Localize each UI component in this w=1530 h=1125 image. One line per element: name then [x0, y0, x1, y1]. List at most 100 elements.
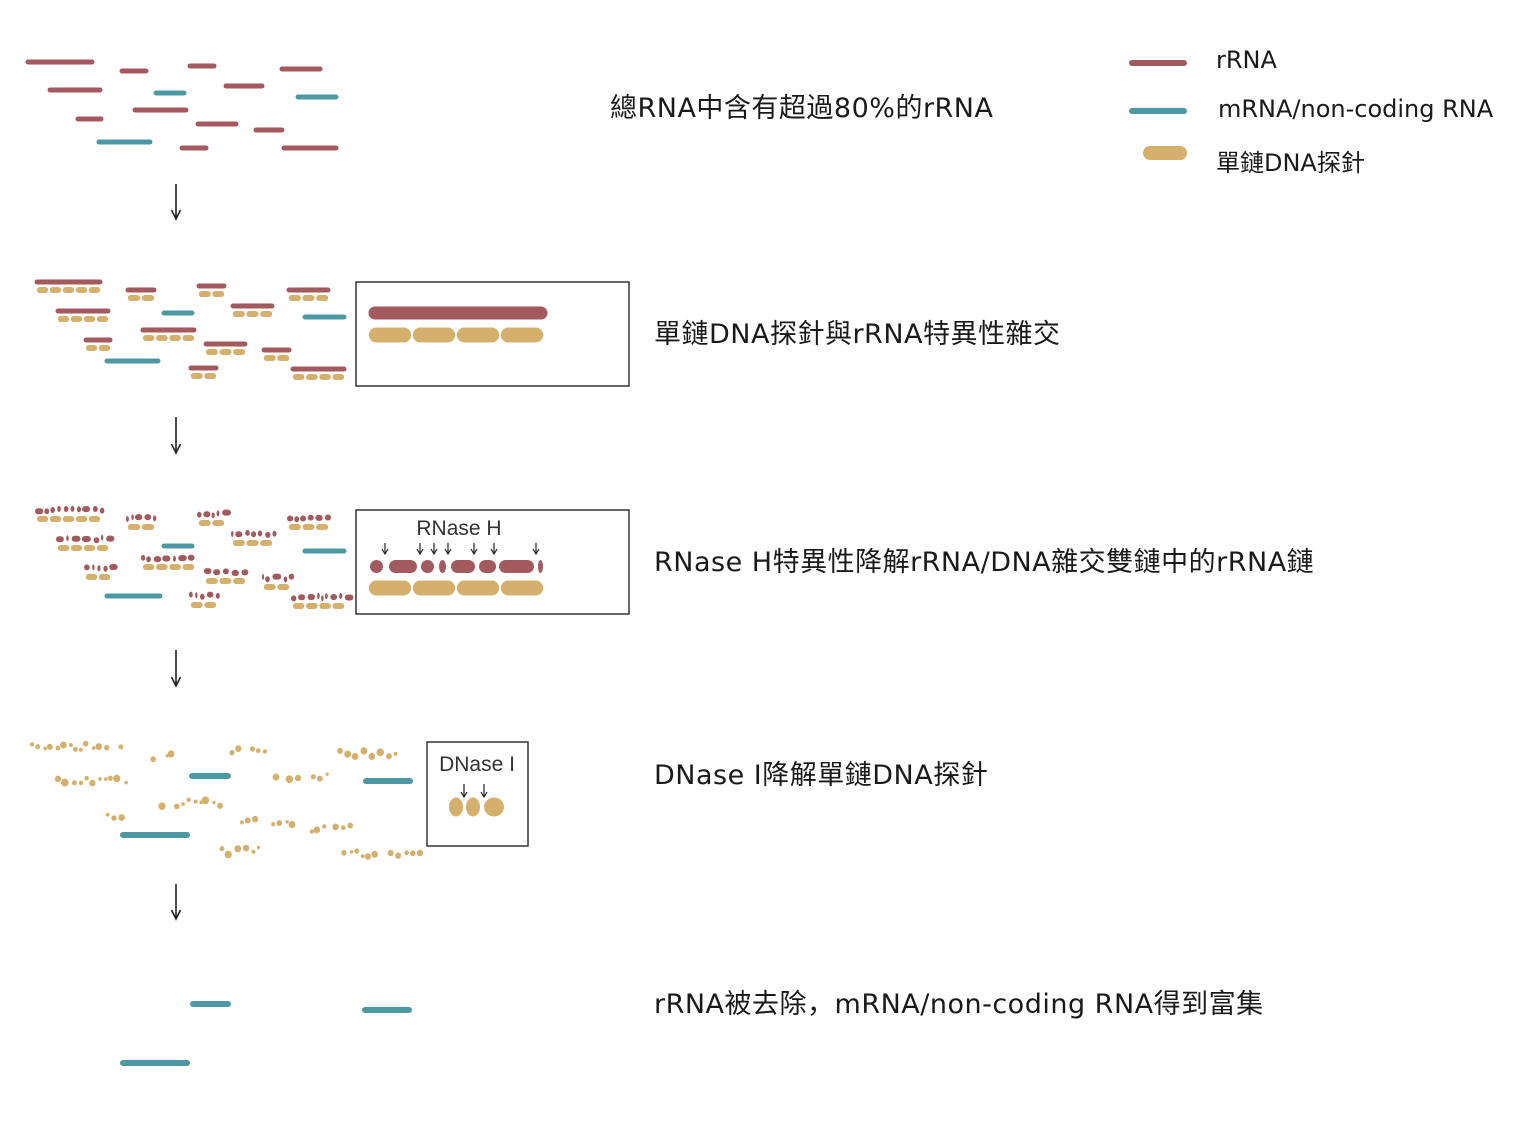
inset-rrna-fragment [538, 560, 543, 573]
inset-rrna-fragment [421, 560, 434, 573]
probe-fragment [193, 799, 198, 804]
probe-fragment [272, 773, 280, 781]
probe-segment [368, 580, 412, 596]
degraded-fragment [231, 530, 234, 537]
probe-fragment [360, 854, 365, 859]
probe-segment [70, 316, 83, 322]
probe-fragment [229, 749, 235, 756]
legend-label-probe: 單鏈DNA探針 [1216, 149, 1365, 177]
probe-segment [232, 540, 245, 546]
degraded-fragment [103, 565, 108, 572]
probe-segment [36, 287, 49, 293]
inset-rrna-fragment [451, 560, 475, 573]
probe-fragment [224, 850, 232, 859]
probe-segment [288, 524, 301, 530]
probe-segment [169, 335, 181, 341]
probe-segment [182, 564, 195, 570]
probe-fragment [234, 845, 242, 853]
probe-fragment [309, 829, 315, 834]
probe-segment [332, 374, 345, 380]
degraded-fragment [257, 530, 263, 537]
probe-fragment [89, 779, 96, 787]
inset-rrna-fragment [389, 560, 417, 573]
degraded-fragment [211, 512, 215, 519]
probe-fragment [73, 746, 78, 752]
degraded-fragment [321, 595, 324, 602]
degraded-fragment [324, 514, 332, 521]
degraded-fragment [339, 593, 343, 600]
probe-fragment [201, 796, 210, 805]
cut-arrow-head [444, 548, 452, 556]
probe-segment [246, 311, 259, 317]
probe-segment [182, 335, 195, 341]
degraded-fragment [92, 564, 95, 571]
probe-fragment [325, 772, 329, 776]
degraded-fragment [57, 505, 61, 512]
probe-segment [156, 564, 168, 570]
degraded-fragment [99, 507, 105, 514]
probe-segment [288, 295, 301, 301]
probe-segment [198, 520, 211, 526]
legend-label-rrna: rRNA [1216, 46, 1277, 74]
probe-segment [85, 574, 98, 580]
probe-segment [98, 345, 111, 351]
probe-fragment [124, 780, 128, 785]
degraded-fragment [81, 535, 91, 542]
degraded-fragment [300, 515, 307, 522]
probe-fragment [385, 753, 392, 760]
degraded-fragment [315, 514, 323, 521]
probe-segment [263, 584, 276, 590]
probe-fragment [29, 742, 35, 747]
probe-fragment [376, 748, 384, 757]
degraded-fragment [272, 573, 282, 580]
probe-fragment [351, 752, 359, 761]
degraded-fragment [216, 510, 220, 517]
degraded-fragment [44, 508, 50, 515]
probe-segment [212, 520, 225, 526]
stage-rnase-h-digestion [35, 505, 354, 609]
probe-fragment [240, 820, 244, 825]
probe-segment [260, 540, 273, 546]
probe-fragment [262, 749, 268, 754]
probe-segment [198, 291, 211, 297]
degraded-fragment [92, 506, 98, 513]
degraded-fragment [324, 593, 328, 600]
degraded-fragment [134, 514, 143, 521]
probe-segment [500, 580, 544, 596]
probe-segment [88, 287, 101, 293]
probe-segment [302, 524, 315, 530]
stage-enriched-rna [120, 1001, 412, 1066]
degraded-fragment [109, 564, 118, 571]
probe-segment [316, 524, 329, 530]
degraded-fragment [153, 556, 162, 563]
flow-arrow-head [170, 209, 182, 221]
probe-fragment [113, 774, 121, 783]
probe-fragment [341, 850, 347, 856]
degraded-fragment [307, 593, 316, 600]
probe-fragment [332, 823, 339, 831]
probe-fragment [235, 745, 242, 752]
degraded-fragment [82, 506, 91, 513]
probe-fragment [285, 775, 294, 784]
probe-segment [263, 355, 276, 361]
probe-segment [212, 291, 225, 297]
cut-arrow-head [490, 548, 498, 556]
probe-segment [156, 335, 168, 341]
degraded-fragment [283, 576, 288, 583]
probe-fragment [249, 746, 255, 752]
degraded-fragment [298, 594, 306, 601]
probe-segment [83, 545, 96, 551]
degraded-fragment [187, 554, 195, 561]
degraded-fragment [97, 565, 101, 572]
probe-segment [62, 287, 75, 293]
degraded-fragment [141, 554, 146, 561]
probe-segment [292, 374, 305, 380]
probe-fragment [95, 743, 103, 750]
probe-segment [233, 578, 246, 584]
degraded-fragment [84, 564, 90, 571]
degraded-fragment [178, 555, 187, 562]
probe-fragment [84, 775, 89, 781]
probe-fragment [410, 850, 416, 857]
degraded-fragment [231, 570, 239, 577]
probe-fragment [244, 817, 251, 824]
